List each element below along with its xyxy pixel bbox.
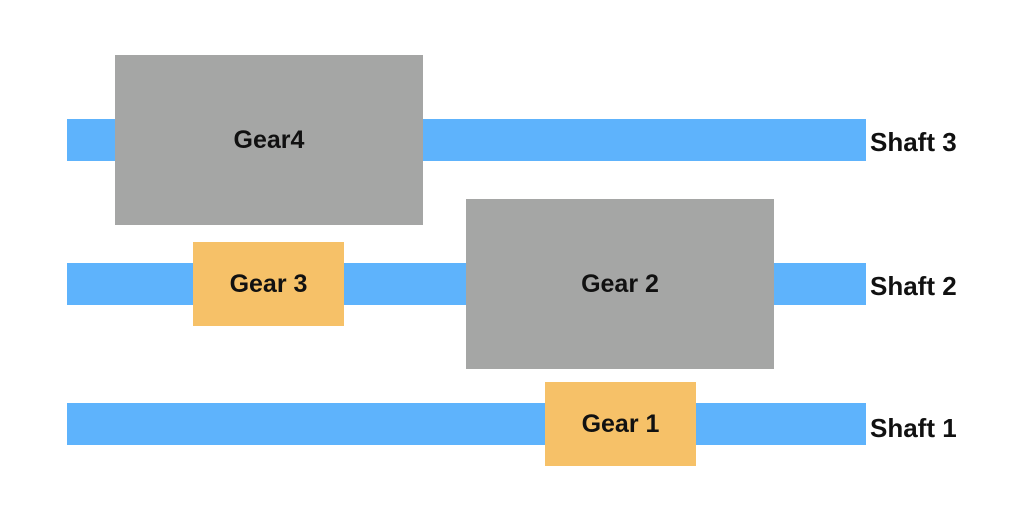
shaft-1-bar <box>67 403 866 445</box>
gear-2: Gear 2 <box>466 199 774 369</box>
shaft-2-label: Shaft 2 <box>870 271 957 301</box>
gear-1-label: Gear 1 <box>581 409 660 438</box>
shaft-1-label: Shaft 1 <box>870 413 957 443</box>
gear-1: Gear 1 <box>545 382 696 466</box>
gear-4: Gear4 <box>115 55 423 225</box>
gear-3-label: Gear 3 <box>229 269 308 298</box>
gear-2-label: Gear 2 <box>581 269 659 298</box>
gear-3: Gear 3 <box>193 242 344 326</box>
gear-4-label: Gear4 <box>233 125 305 154</box>
shaft-3-label: Shaft 3 <box>870 127 957 157</box>
